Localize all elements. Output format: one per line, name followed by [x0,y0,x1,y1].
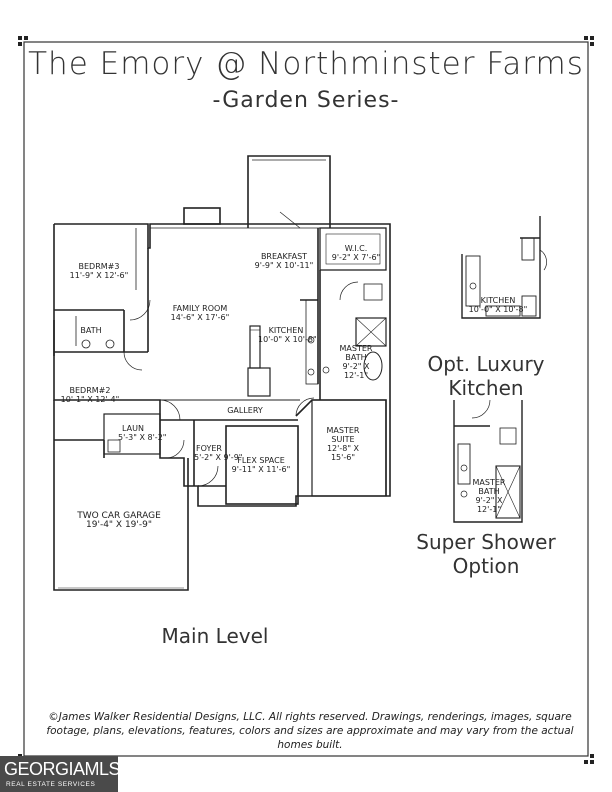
georgia-mls-logo: GEORGIAMLS REAL ESTATE SERVICES [0,756,121,792]
logo-sub-text: REAL ESTATE SERVICES [6,781,96,788]
luxury-kitchen-option-drawing [461,216,547,319]
room-label-wic: W.I.C.9'-2" X 7'-6" [331,244,381,262]
super-shower-option-drawing [453,399,523,523]
room-label-bath: BATH [80,326,102,335]
plan-title: The Emory @ Northminster Farms [28,46,584,82]
room-label-gallery: GALLERY [227,406,263,415]
level-label: Main Level [161,624,269,648]
logo-main-text: GEORGIAMLS [4,759,121,779]
main-plan-walls [53,155,391,591]
plan-subtitle: -Garden Series- [212,88,400,113]
copyright-note: ©James Walker Residential Designs, LLC. … [46,711,574,751]
sheet-border [23,41,589,757]
